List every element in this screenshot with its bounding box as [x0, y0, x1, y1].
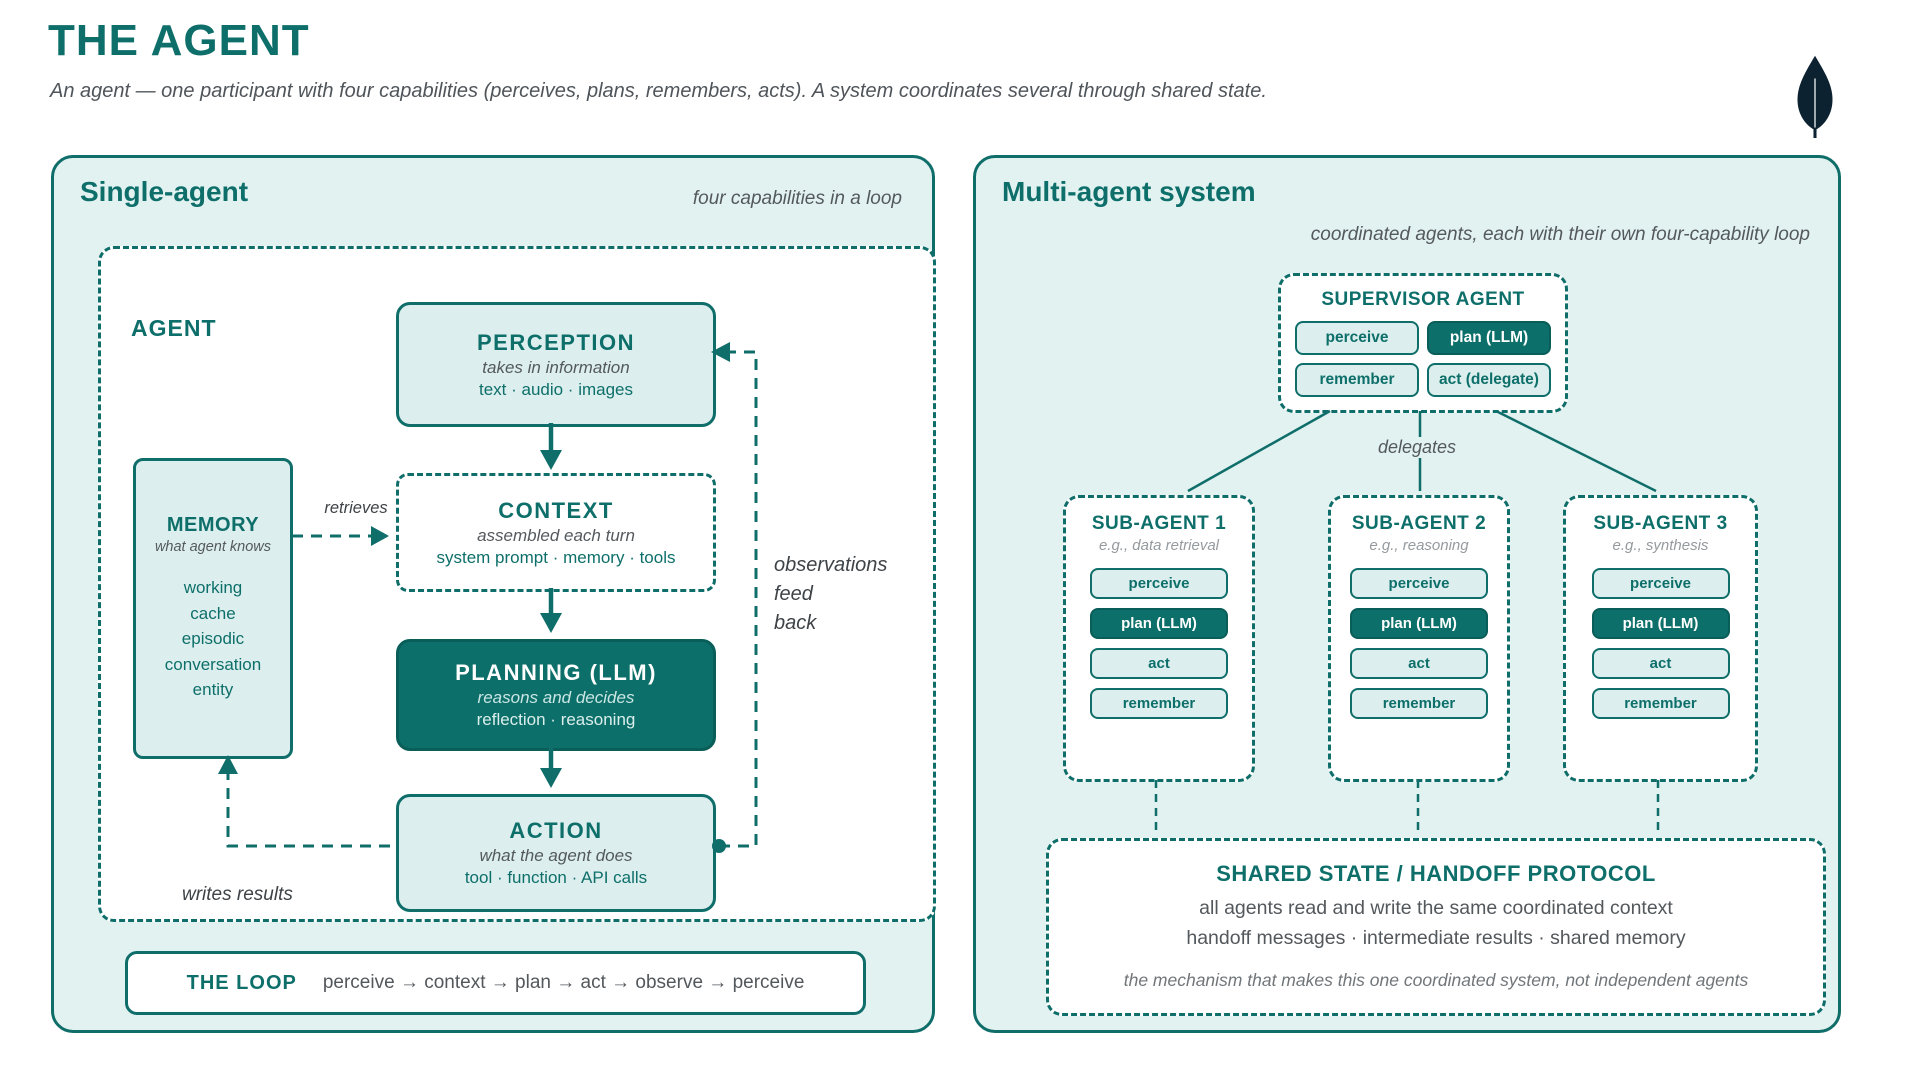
page-title: THE AGENT: [48, 16, 310, 65]
memory-items: working cache episodic conversation enti…: [165, 575, 261, 703]
agent-label: AGENT: [131, 315, 217, 341]
supervisor-agent-box: SUPERVISOR AGENT perceive plan (LLM) rem…: [1278, 273, 1568, 413]
single-agent-panel: Single-agent four capabilities in a loop…: [51, 155, 936, 1033]
loop-sequence: perceive → context → plan → act → observ…: [322, 972, 805, 993]
planning-title: PLANNING (LLM): [455, 660, 657, 685]
chip-perceive: perceive: [1350, 568, 1488, 599]
chip-remember: remember: [1350, 688, 1488, 719]
chip-plan-llm: plan (LLM): [1427, 321, 1551, 355]
mongodb-leaf-icon: [1797, 55, 1833, 138]
sub-agent-1-subtitle: e.g., data retrieval: [1098, 537, 1220, 554]
shared-state-title: SHARED STATE / HANDOFF PROTOCOL: [1216, 861, 1656, 886]
context-title: CONTEXT: [498, 497, 614, 523]
retrieves-label: retrieves: [324, 499, 388, 517]
sub-agent-2-subtitle: e.g., reasoning: [1369, 537, 1469, 554]
sub-agent-1-title: SUB-AGENT 1: [1091, 513, 1227, 534]
action-detail: tool · function · API calls: [464, 868, 648, 887]
chip-remember: remember: [1295, 363, 1419, 397]
action-subtitle: what the agent does: [479, 846, 633, 865]
planning-box: PLANNING (LLM) reasons and decides refle…: [396, 639, 716, 751]
shared-state-note: the mechanism that makes this one coordi…: [1123, 969, 1749, 990]
perception-detail: text · audio · images: [478, 379, 633, 399]
memory-item: working: [183, 578, 243, 598]
action-title: ACTION: [509, 818, 603, 843]
chip-remember: remember: [1090, 688, 1228, 719]
observations-feed-back-label: observations feed back: [774, 551, 887, 638]
memory-title: MEMORY: [166, 514, 260, 537]
action-box: ACTION what the agent does tool · functi…: [396, 794, 716, 912]
chip-plan-llm: plan (LLM): [1090, 608, 1228, 639]
planning-subtitle: reasons and decides: [477, 688, 635, 707]
perception-subtitle: takes in information: [482, 357, 630, 377]
chip-plan-llm: plan (LLM): [1350, 608, 1488, 639]
memory-item: entity: [192, 680, 234, 700]
delegates-label: delegates: [1367, 437, 1467, 458]
multi-agent-tagline: coordinated agents, each with their own …: [1310, 224, 1810, 245]
context-box: CONTEXT assembled each turn system promp…: [396, 473, 716, 592]
sub-agent-1-box: SUB-AGENT 1 e.g., data retrieval perceiv…: [1063, 495, 1255, 782]
multi-agent-panel: Multi-agent system coordinated agents, e…: [973, 155, 1841, 1033]
supervisor-title: SUPERVISOR AGENT: [1321, 289, 1525, 310]
context-detail: system prompt · memory · tools: [436, 547, 676, 567]
sub-agent-2-chips: perceive plan (LLM) act remember: [1350, 568, 1488, 719]
single-agent-tagline: four capabilities in a loop: [692, 188, 902, 209]
sub-agent-2-title: SUB-AGENT 2: [1351, 513, 1487, 534]
observations-line: back: [774, 612, 817, 634]
shared-state-line2: handoff messages · intermediate results …: [1186, 927, 1686, 950]
chip-perceive: perceive: [1090, 568, 1228, 599]
perception-box: PERCEPTION takes in information text · a…: [396, 302, 716, 427]
chip-act: act: [1350, 648, 1488, 679]
chip-act-delegate: act (delegate): [1427, 363, 1551, 397]
chip-plan-llm: plan (LLM): [1591, 608, 1730, 639]
chip-act: act: [1591, 648, 1730, 679]
observations-line: observations: [774, 554, 888, 576]
sub-agent-1-chips: perceive plan (LLM) act remember: [1090, 568, 1228, 719]
sub-agent-2-box: SUB-AGENT 2 e.g., reasoning perceive pla…: [1328, 495, 1510, 782]
the-loop-box: THE LOOP perceive → context → plan → act…: [125, 951, 866, 1015]
shared-state-box: SHARED STATE / HANDOFF PROTOCOL all agen…: [1046, 838, 1826, 1016]
memory-box: MEMORY what agent knows working cache ep…: [133, 458, 293, 759]
sub-agent-3-subtitle: e.g., synthesis: [1612, 537, 1709, 554]
single-agent-panel-title: Single-agent: [80, 176, 249, 207]
memory-item: conversation: [164, 654, 262, 674]
chip-perceive: perceive: [1295, 321, 1419, 355]
chip-remember: remember: [1591, 688, 1730, 719]
observations-line: feed: [774, 583, 813, 605]
multi-agent-panel-title: Multi-agent system: [1002, 176, 1256, 207]
perception-title: PERCEPTION: [476, 329, 636, 355]
memory-item: episodic: [181, 629, 245, 649]
page-subtitle: An agent — one participant with four cap…: [50, 80, 1267, 102]
loop-title: THE LOOP: [186, 971, 297, 994]
sub-agent-3-title: SUB-AGENT 3: [1593, 513, 1728, 534]
shared-state-line1: all agents read and write the same coord…: [1199, 897, 1673, 919]
sub-agent-3-chips: perceive plan (LLM) act remember: [1591, 568, 1730, 719]
chip-act: act: [1090, 648, 1228, 679]
chip-perceive: perceive: [1591, 568, 1730, 599]
planning-detail: reflection · reasoning: [476, 710, 636, 729]
sub-agent-3-box: SUB-AGENT 3 e.g., synthesis perceive pla…: [1563, 495, 1758, 782]
context-subtitle: assembled each turn: [477, 525, 635, 545]
agent-boundary-box: AGENT MEMORY what agent knows working ca…: [98, 246, 936, 922]
memory-item: cache: [190, 603, 236, 623]
supervisor-chips: perceive plan (LLM) remember act (delega…: [1295, 321, 1551, 397]
memory-subtitle: what agent knows: [154, 539, 272, 556]
writes-results-label: writes results: [182, 884, 293, 905]
